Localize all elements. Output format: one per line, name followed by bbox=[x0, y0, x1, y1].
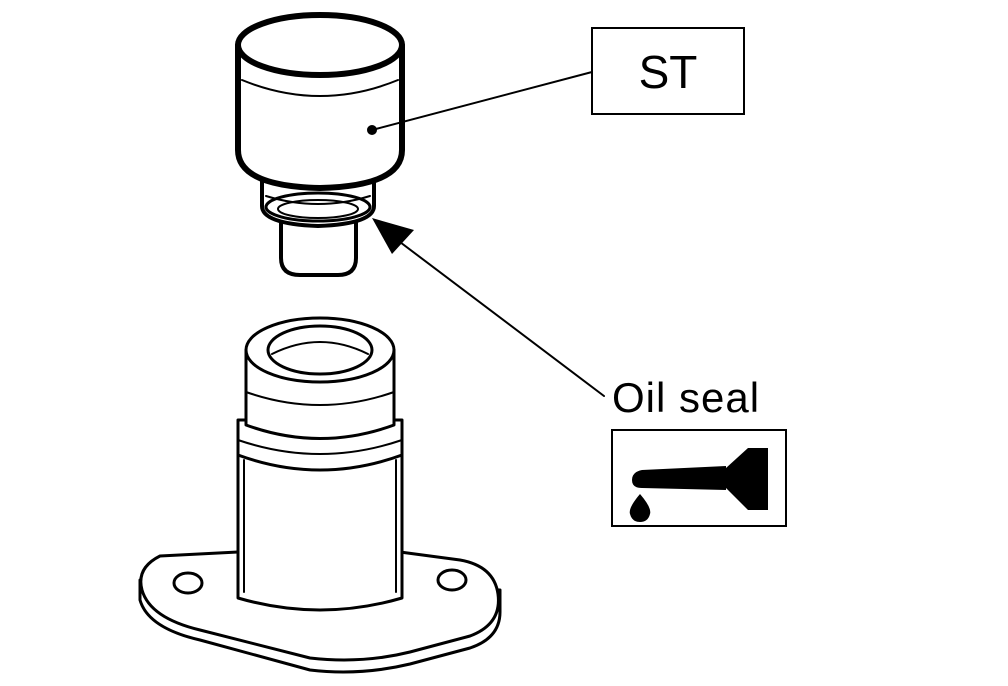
st-callout: ST bbox=[371, 27, 745, 131]
seal-retainer-housing bbox=[138, 316, 502, 674]
oil-seal-arrowhead bbox=[372, 218, 414, 254]
st-label: ST bbox=[639, 46, 698, 98]
oil-can-icon bbox=[611, 429, 787, 527]
st-label-box bbox=[591, 27, 745, 115]
oil-seal-callout: Oil seal bbox=[372, 218, 760, 421]
oil-seal-label: Oil seal bbox=[612, 374, 760, 421]
special-tool-drift bbox=[235, 12, 405, 277]
